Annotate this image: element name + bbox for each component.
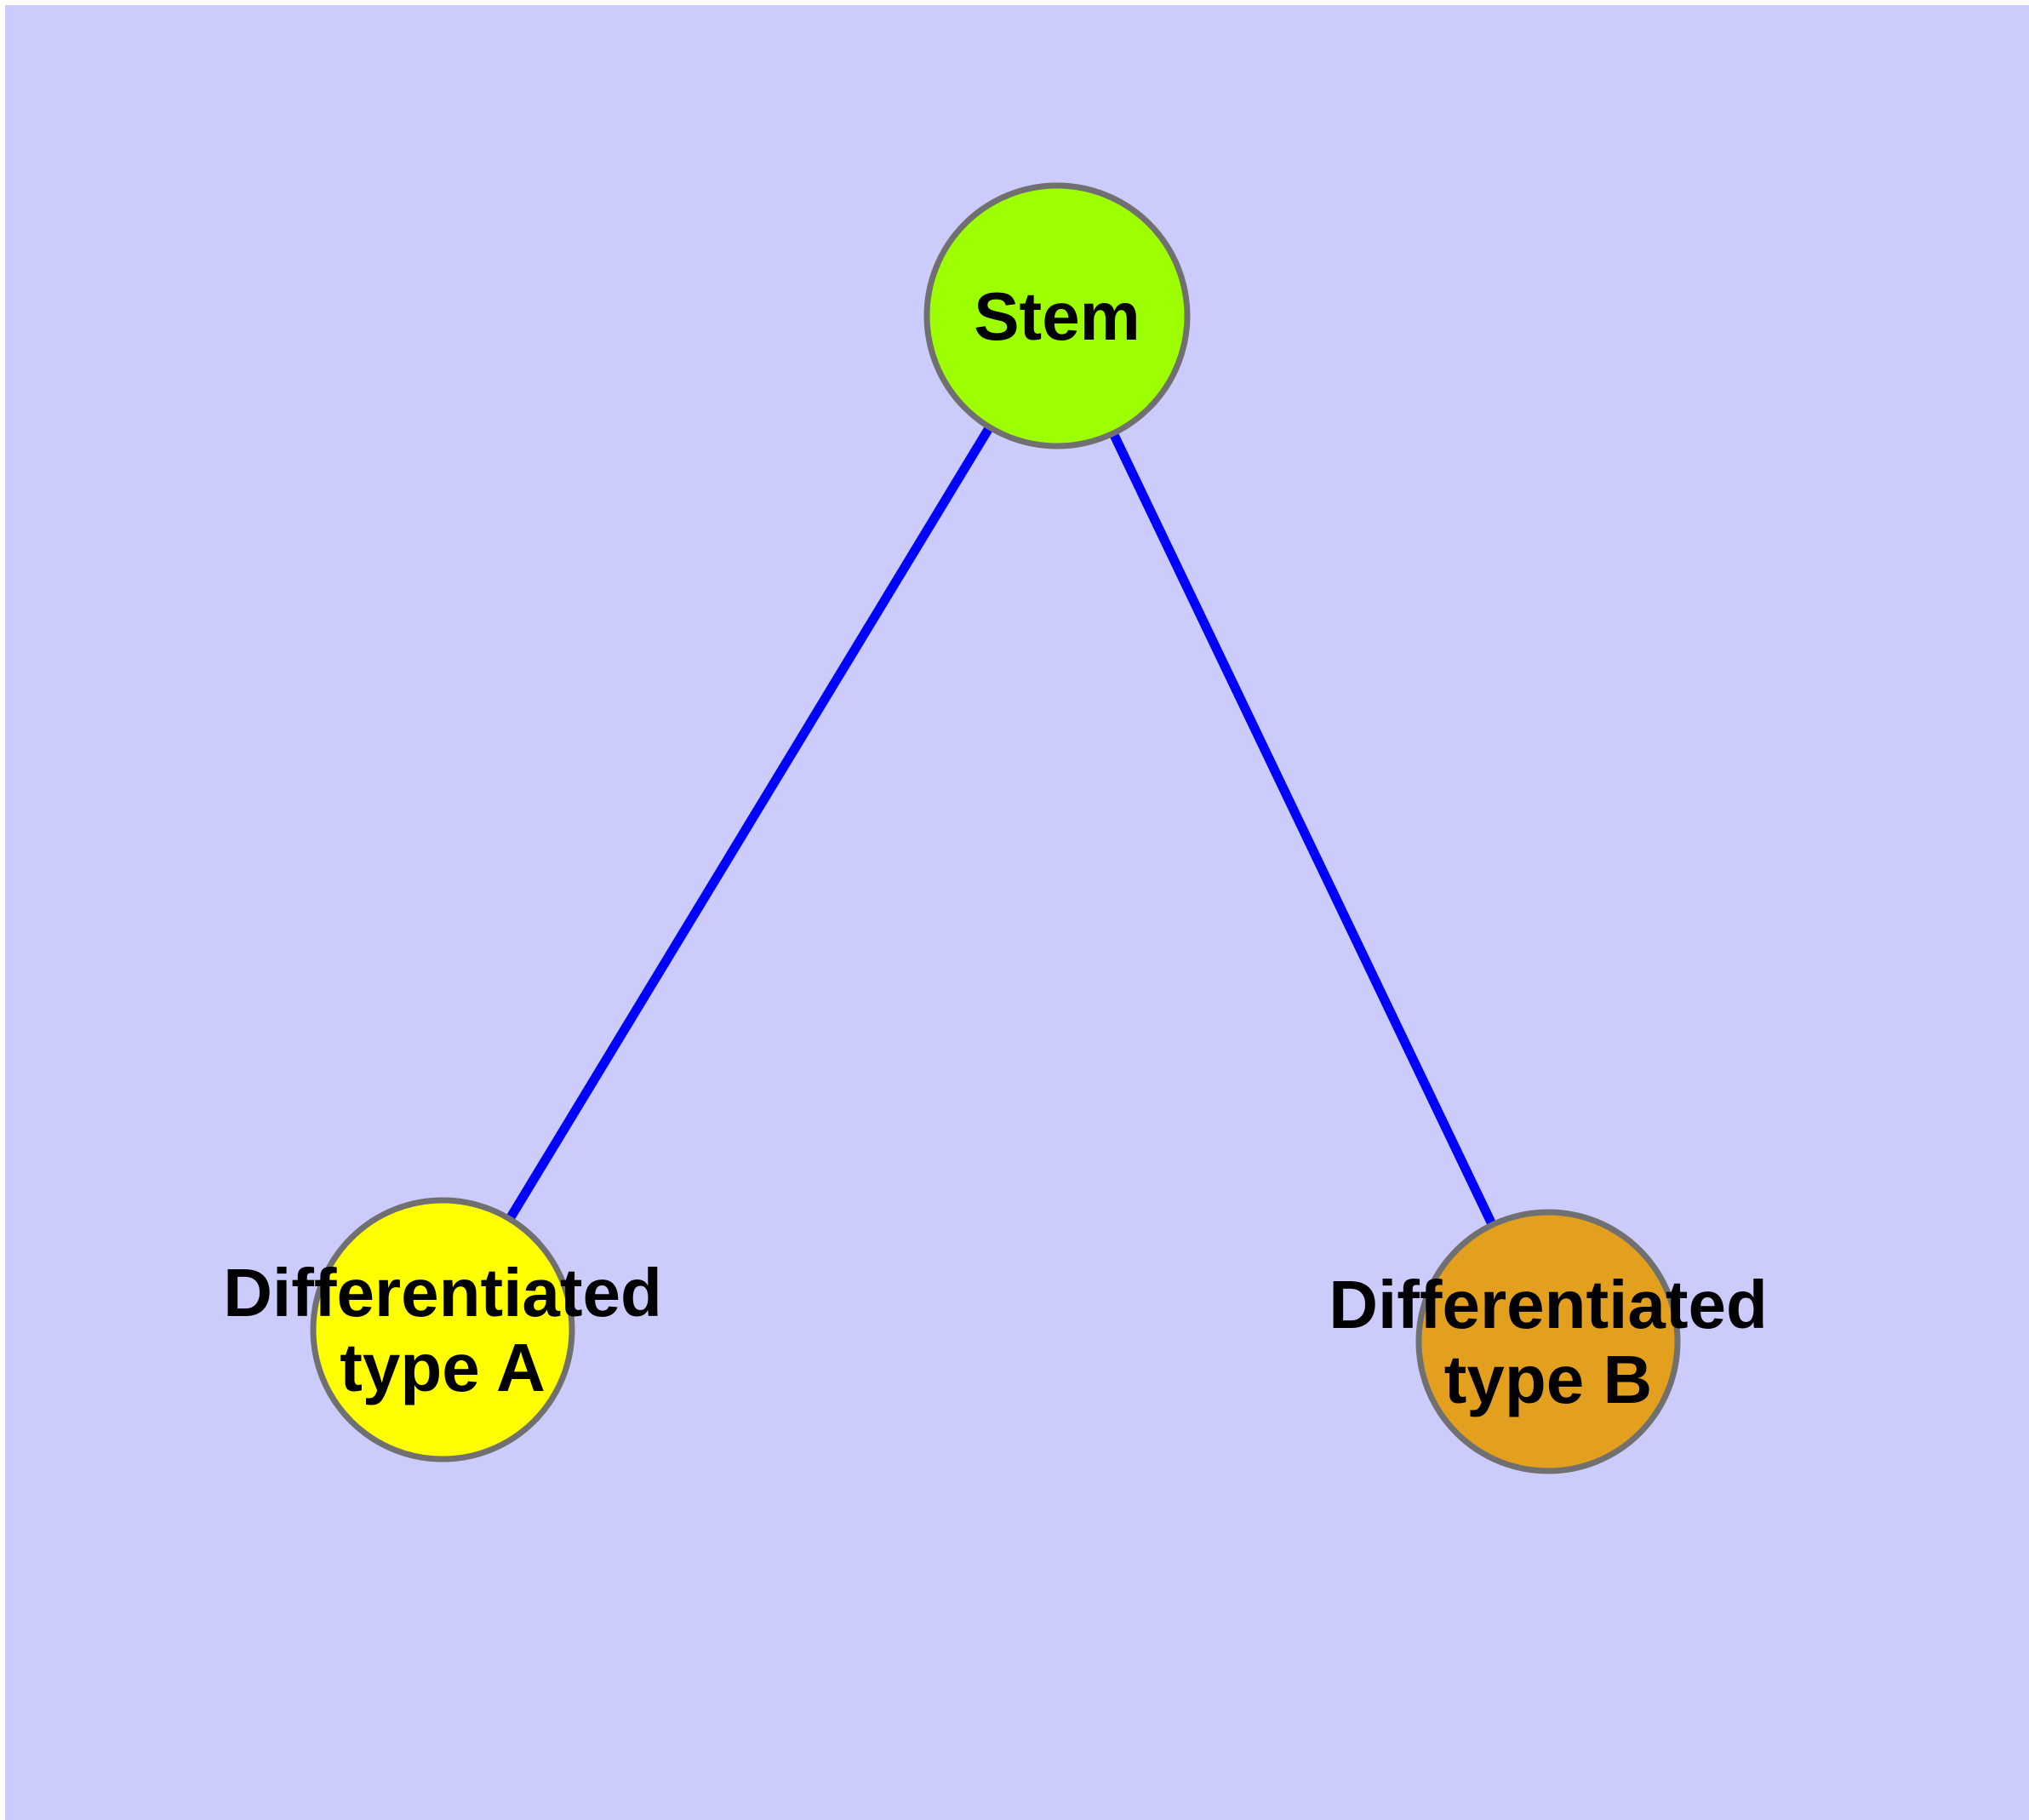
node-circle-diff_a[interactable] <box>310 1197 575 1462</box>
node-circle-stem[interactable] <box>923 182 1191 449</box>
node-label-line: type B <box>1444 1342 1653 1417</box>
graph-edge-stem-to-diff_a[interactable] <box>506 424 994 1222</box>
edge-layer <box>506 424 1497 1228</box>
node-circle-diff_b[interactable] <box>1415 1209 1681 1474</box>
graph-node-stem[interactable]: Stem <box>923 182 1191 449</box>
graph-edge-stem-to-diff_b[interactable] <box>1109 431 1497 1228</box>
node-label-line: Differentiated <box>223 1255 662 1331</box>
node-label-line: Differentiated <box>1329 1267 1768 1342</box>
node-label-line: type A <box>340 1330 546 1405</box>
node-label-line: Stem <box>974 278 1140 354</box>
node-label-stem: Stem <box>974 278 1140 354</box>
